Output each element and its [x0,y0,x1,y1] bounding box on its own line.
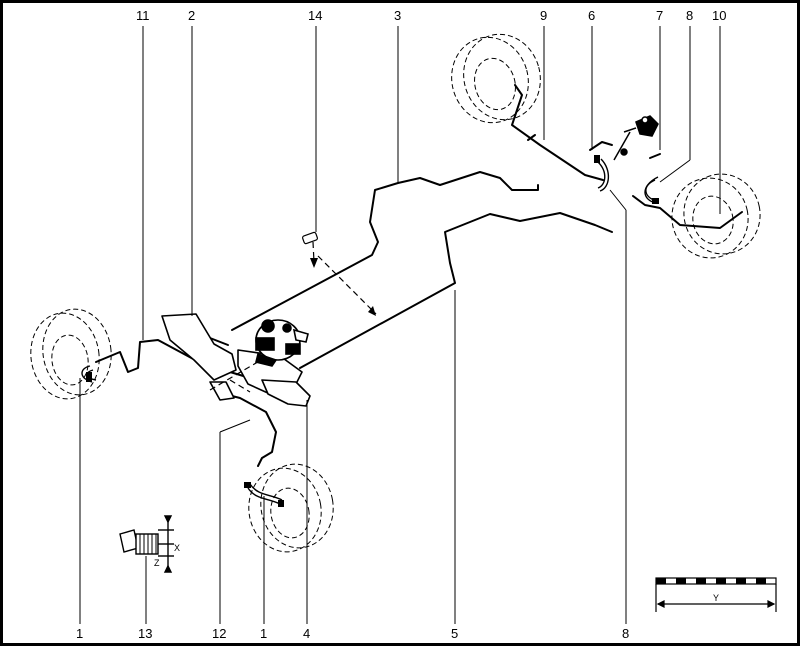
arrow-heads [310,258,376,316]
union-bolt [119,515,174,573]
label-10: 10 [712,8,726,23]
brake-line-5 [299,212,613,369]
label-8-bottom: 8 [622,626,629,641]
pressure-valve [613,115,659,161]
brake-line-9 [511,84,604,181]
label-5: 5 [451,626,458,641]
label-6: 6 [588,8,595,23]
bracket-lower [261,379,311,407]
rear-left-wheel [248,463,334,553]
brake-line-12 [227,394,277,467]
brake-line-stub-c [527,134,536,141]
label-14: 14 [308,8,322,23]
bracket-small [209,381,235,401]
hose-front-right [597,161,606,189]
brake-line-3 [231,171,539,331]
label-9: 9 [540,8,547,23]
bolt-z-label: Z [154,558,160,568]
scale-bar [655,577,777,612]
brake-line-stub-b [649,153,661,159]
hose-rear-right [645,179,656,201]
bolt-x-label: X [174,543,180,553]
label-7: 7 [656,8,663,23]
leader-lines [79,26,721,624]
label-13: 13 [138,626,152,641]
clip-14 [302,231,318,245]
bracket-left [161,313,237,381]
front-right-wheel [451,33,541,124]
rear-right-wheel [671,173,761,259]
master-cylinder [255,319,309,367]
label-1-left: 1 [76,626,83,641]
flex-hoses [81,158,659,505]
brake-line-stub-a [589,141,613,151]
label-3: 3 [394,8,401,23]
label-1-right: 1 [260,626,267,641]
hose-fittings [86,155,659,507]
brake-lines [95,84,743,467]
label-11: 11 [136,8,150,23]
front-left-wheel [30,308,112,400]
hose-rear-left [247,487,281,505]
label-12: 12 [212,626,226,641]
label-2: 2 [188,8,195,23]
dashed-guides [209,241,377,393]
scale-y-label: Y [713,593,719,603]
label-4: 4 [303,626,310,641]
label-8-top: 8 [686,8,693,23]
brake-line-10 [632,195,743,229]
